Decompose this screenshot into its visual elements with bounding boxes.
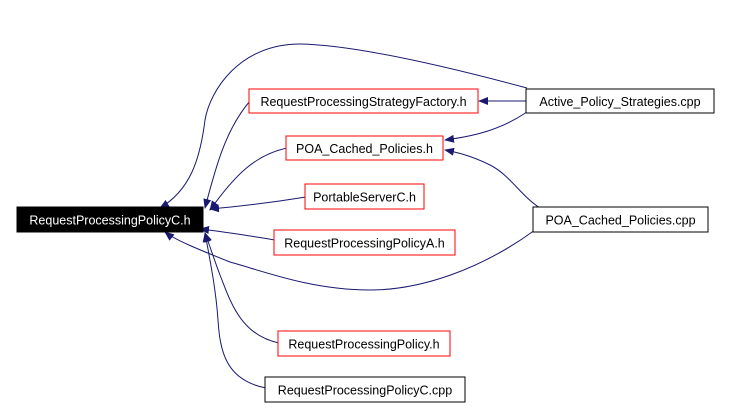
node-label-policy-a: RequestProcessingPolicyA.h [284, 237, 445, 251]
node-label-policy-h: RequestProcessingPolicy.h [288, 338, 439, 352]
node-strategy-factory[interactable]: RequestProcessingStrategyFactory.h [248, 88, 479, 114]
node-label-main: RequestProcessingPolicyC.h [29, 214, 190, 228]
node-label-active-strategies: Active_Policy_Strategies.cpp [539, 95, 700, 109]
node-label-strategy-factory: RequestProcessingStrategyFactory.h [260, 95, 466, 109]
node-label-policy-c-cpp: RequestProcessingPolicyC.cpp [278, 384, 452, 398]
edge-cached-policies-cpp-to-cached-policies-h [444, 147, 541, 209]
edge-active-to-cached-policies-h [444, 111, 528, 143]
edge-cached-policies-cpp-to-main [164, 229, 536, 291]
edges-group [159, 43, 541, 389]
edge-policy-a-to-main [199, 226, 276, 241]
edge-portable-server-c-to-main [209, 196, 307, 213]
edge-policy-h-to-main [204, 232, 280, 344]
node-policy-h[interactable]: RequestProcessingPolicy.h [277, 330, 451, 357]
edge-strategy-factory-to-main [203, 100, 251, 209]
node-label-portable-server-c: PortableServerC.h [313, 191, 416, 205]
node-label-cached-policies-cpp: POA_Cached_Policies.cpp [545, 214, 695, 228]
node-policy-c-cpp[interactable]: RequestProcessingPolicyC.cpp [264, 376, 466, 403]
node-portable-server-c[interactable]: PortableServerC.h [304, 183, 425, 210]
node-cached-policies-h[interactable]: POA_Cached_Policies.h [285, 135, 444, 161]
nodes-group: RequestProcessingPolicyC.h RequestProces… [16, 88, 715, 403]
node-active-strategies[interactable]: Active_Policy_Strategies.cpp [525, 88, 715, 114]
node-cached-policies-cpp[interactable]: POA_Cached_Policies.cpp [532, 206, 709, 233]
edge-policy-c-cpp-to-main [202, 232, 267, 389]
edge-cached-policies-h-to-main [209, 147, 288, 211]
node-main[interactable]: RequestProcessingPolicyC.h [16, 206, 204, 233]
node-policy-a[interactable]: RequestProcessingPolicyA.h [273, 229, 456, 256]
node-label-cached-policies-h: POA_Cached_Policies.h [296, 142, 433, 156]
edge-active-to-main [159, 43, 528, 209]
